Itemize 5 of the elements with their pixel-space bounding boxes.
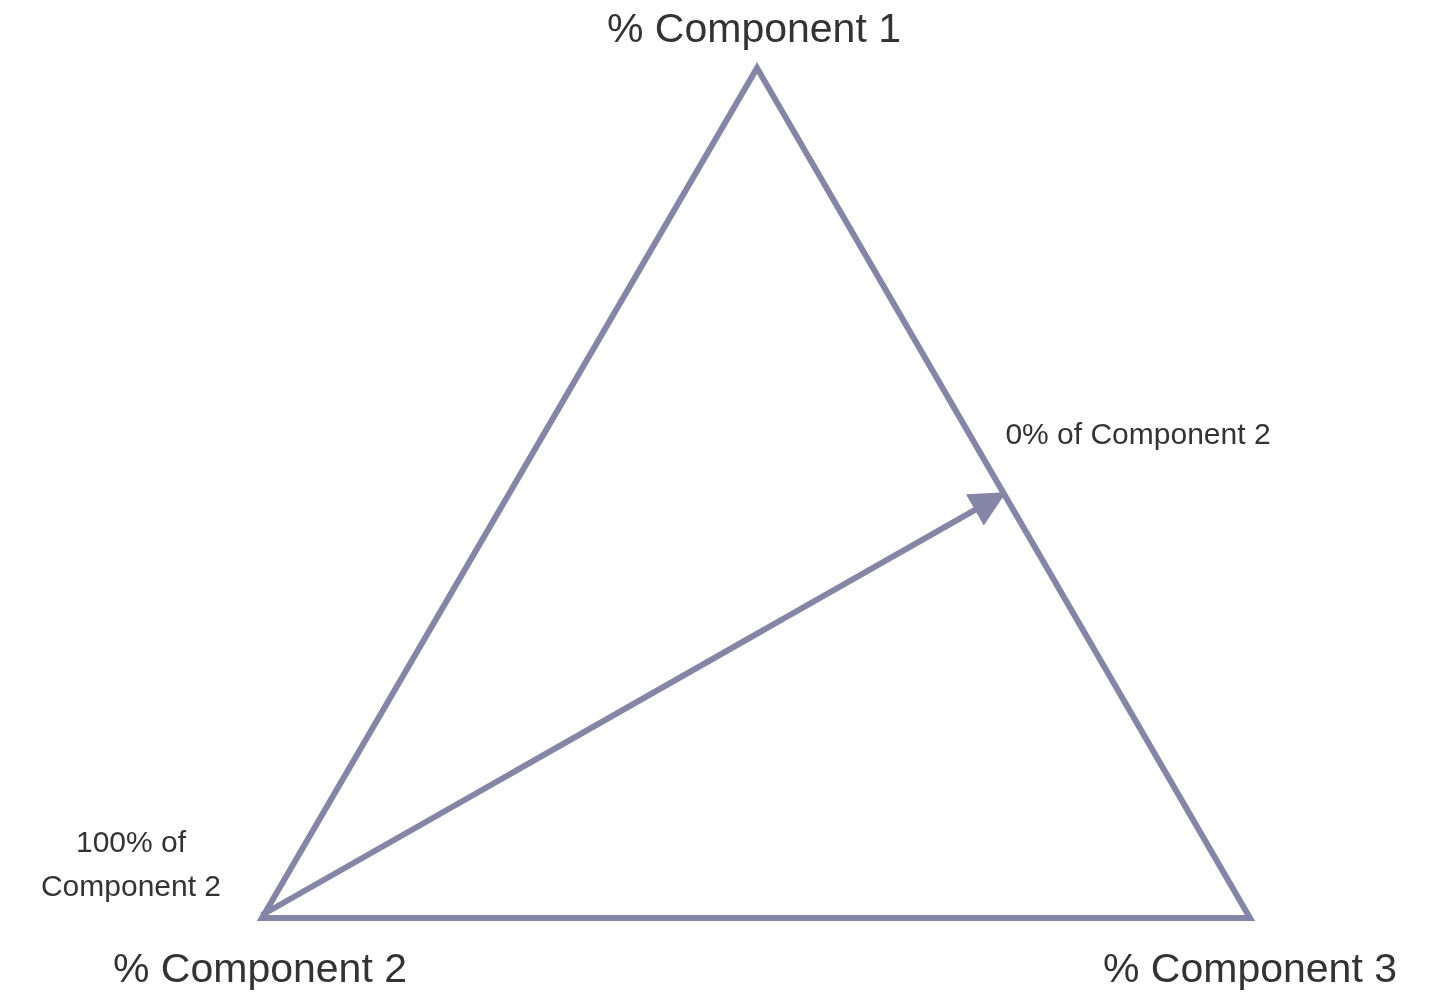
vertex-axis-label: % Component 3 (1103, 944, 1397, 992)
percentage-label: 100% of Component 2 (39, 824, 223, 904)
vertex-axis-label: % Component 2 (113, 944, 407, 992)
percentage-label: 0% of Component 2 (1005, 416, 1271, 452)
vertex-axis-label: % Component 1 (607, 4, 901, 52)
